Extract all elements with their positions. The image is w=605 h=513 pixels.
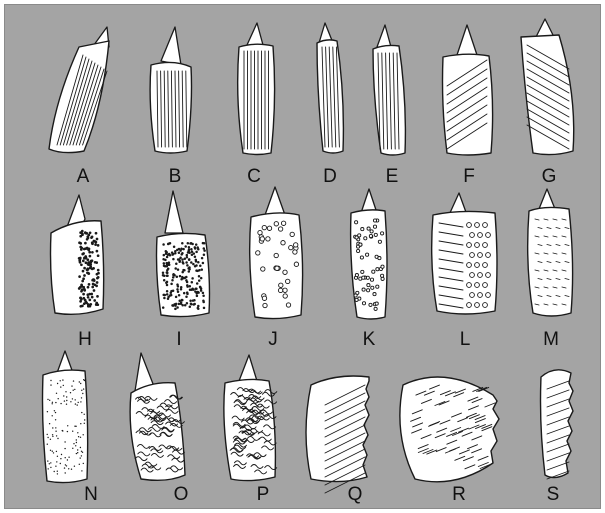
scale-K-outline — [351, 210, 387, 319]
scale-S-outline — [541, 370, 574, 478]
label-E: E — [386, 166, 399, 187]
scale-ornamentation-figure: A B C D E F G — [4, 4, 601, 509]
scale-H: H — [51, 195, 104, 350]
scale-B-outline — [150, 62, 191, 153]
label-C: C — [247, 166, 261, 187]
scale-O: O — [130, 353, 188, 505]
label-F: F — [463, 166, 475, 187]
label-R: R — [452, 484, 466, 505]
scale-G: G — [521, 19, 574, 187]
label-M: M — [543, 329, 559, 350]
scale-C: C — [238, 23, 275, 187]
label-B: B — [169, 166, 182, 187]
scale-S: S — [541, 370, 574, 505]
scale-E: E — [373, 25, 405, 187]
figure-canvas: A B C D E F G — [5, 5, 602, 510]
scale-C-outline — [238, 44, 275, 154]
label-Q: Q — [348, 484, 363, 505]
scale-F: F — [443, 25, 493, 187]
label-G: G — [542, 166, 557, 187]
label-N: N — [84, 484, 98, 505]
scale-M: M — [528, 189, 573, 350]
scale-A: A — [49, 27, 109, 187]
scale-B: B — [150, 27, 191, 187]
label-S: S — [547, 484, 560, 505]
scale-D: D — [317, 23, 343, 187]
label-A: A — [77, 166, 90, 187]
label-I: I — [176, 329, 181, 350]
scale-N: N — [43, 351, 98, 505]
scale-F-outline — [443, 54, 493, 155]
scale-R: R — [400, 377, 499, 505]
label-D: D — [323, 166, 337, 187]
label-H: H — [78, 329, 92, 350]
scale-N-outline — [43, 370, 88, 483]
label-O: O — [174, 484, 189, 505]
scale-K: K — [351, 189, 387, 350]
label-K: K — [363, 329, 376, 350]
scale-I: I — [157, 191, 210, 350]
label-J: J — [268, 329, 278, 350]
scale-L: L — [432, 193, 497, 350]
scale-Q-outline — [306, 376, 369, 482]
label-P: P — [257, 484, 270, 505]
label-L: L — [460, 329, 471, 350]
scale-Q: Q — [306, 376, 369, 505]
scale-J: J — [250, 187, 303, 350]
scale-P: P — [224, 355, 277, 505]
